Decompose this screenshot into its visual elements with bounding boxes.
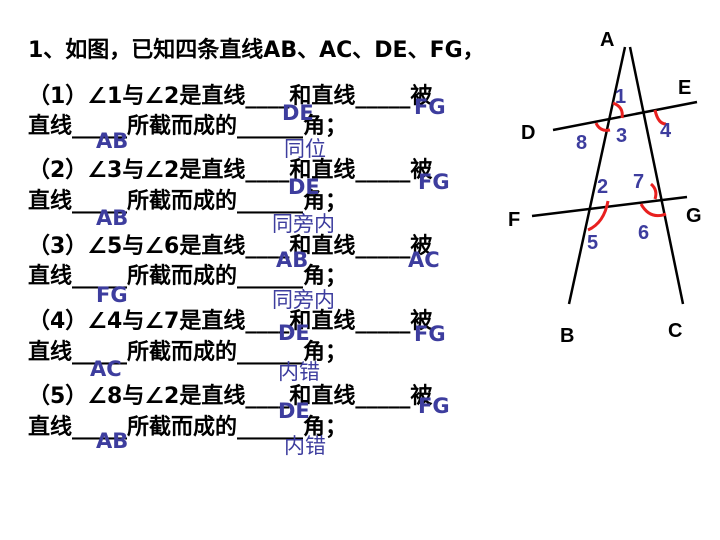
angle-1-arc <box>612 101 624 119</box>
q4-answer-line1: DE <box>278 321 310 345</box>
point-a-label: A <box>600 29 614 51</box>
angle-7-arc <box>649 182 658 200</box>
q1-answer-line2: FG <box>414 95 446 119</box>
angle-1-label: 1 <box>615 86 626 108</box>
q2-line1: （2）∠3与∠2是直线____和直线_____被 <box>28 158 433 183</box>
q5-line2: 直线_____所截而成的______角； <box>28 415 348 440</box>
q2-answer-transversal: AB <box>96 206 129 230</box>
line-fg <box>531 195 688 218</box>
angle-8-arc <box>594 122 611 132</box>
q1-answer-angle-type: 同位 <box>284 137 326 161</box>
point-f-label: F <box>508 209 520 231</box>
q5-line1: （5）∠8与∠2是直线____和直线_____被 <box>28 384 433 409</box>
line-ab <box>567 46 627 305</box>
q3-answer-line1: AB <box>276 248 309 272</box>
q5-answer-line2: FG <box>418 394 450 418</box>
q3-line1: （3）∠5与∠6是直线____和直线_____被 <box>28 234 433 259</box>
angle-6-label: 6 <box>638 222 649 244</box>
q1-answer-transversal: AB <box>96 129 129 153</box>
q3-answer-line2: AC <box>408 248 440 272</box>
angle-7-label: 7 <box>633 171 644 193</box>
q5-answer-transversal: AB <box>96 429 129 453</box>
q3-answer-transversal: FG <box>96 283 128 307</box>
angle-5-arc <box>587 200 610 232</box>
q1-line2: 直线_____所截而成的______角； <box>28 114 348 139</box>
point-b-label: B <box>560 325 574 347</box>
point-e-label: E <box>678 77 691 99</box>
q5-answer-angle-type: 内错 <box>284 434 326 458</box>
q3-answer-angle-type: 同旁内 <box>272 288 335 312</box>
q2-line2: 直线_____所截而成的______角； <box>28 189 348 214</box>
angle-4-arc <box>653 109 667 126</box>
q1-answer-line1: DE <box>282 101 314 125</box>
point-c-label: C <box>668 320 682 342</box>
q1-line1: （1）∠1与∠2是直线____和直线_____被 <box>28 84 433 109</box>
q4-answer-angle-type: 内错 <box>278 360 320 384</box>
point-d-label: D <box>521 122 535 144</box>
q4-line2: 直线_____所截而成的______角； <box>28 340 348 365</box>
angle-8-label: 8 <box>576 132 587 154</box>
q4-answer-transversal: AC <box>90 357 122 381</box>
angle-3-label: 3 <box>616 125 627 147</box>
q5-answer-line1: DE <box>278 399 310 423</box>
angle-5-label: 5 <box>587 232 598 254</box>
q2-answer-line2: FG <box>418 170 450 194</box>
angle-2-label: 2 <box>597 176 608 198</box>
q4-answer-line2: FG <box>414 322 446 346</box>
point-g-label: G <box>686 205 702 227</box>
q2-answer-line1: DE <box>288 175 320 199</box>
q3-line2: 直线_____所截而成的______角； <box>28 264 348 289</box>
problem-title: 1、如图，已知四条直线AB、AC、DE、FG， <box>28 38 485 63</box>
line-ac <box>628 46 685 305</box>
angle-4-label: 4 <box>660 120 672 142</box>
angle-6-arc <box>639 203 667 218</box>
q4-line1: （4）∠4与∠7是直线____和直线_____被 <box>28 309 433 334</box>
line-de <box>552 100 698 132</box>
q2-answer-angle-type: 同旁内 <box>272 212 335 236</box>
